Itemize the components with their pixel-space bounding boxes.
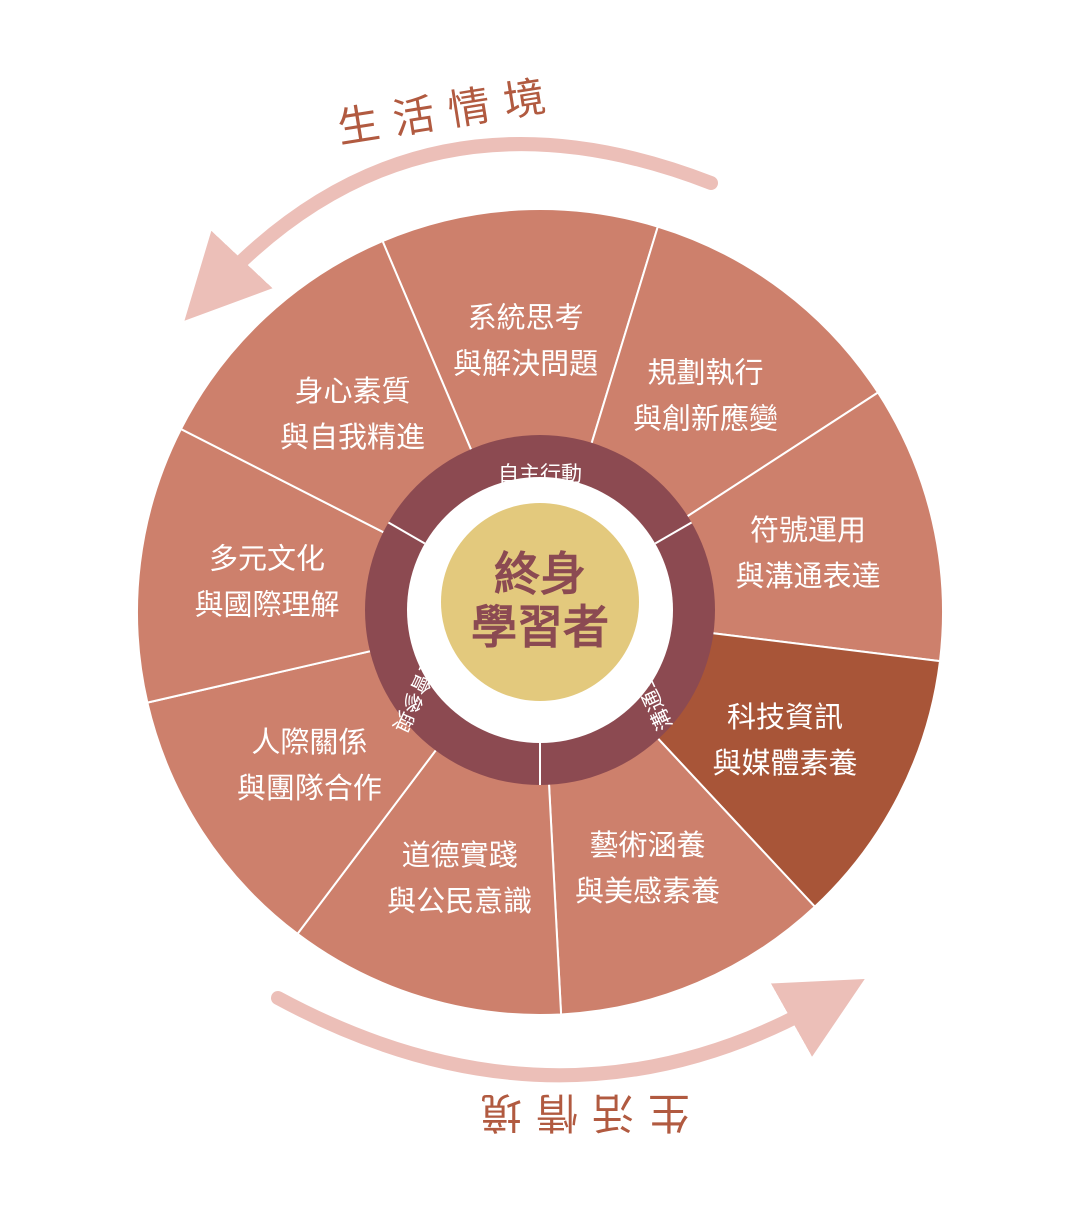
- segment-systems-thinking: [381, 208, 660, 615]
- segment-label-multicultural-line1: 多元文化: [209, 541, 325, 575]
- segment-label-interpersonal-line2: 與團隊合作: [237, 771, 382, 805]
- segment-label-arts-line2: 與美感素養: [575, 874, 720, 908]
- segment-label-tech-media-line2: 與媒體素養: [713, 746, 858, 780]
- segment-label-physical-mental-line1: 身心素質: [294, 374, 410, 408]
- segment-label-systems-thinking-line2: 與解決問題: [453, 346, 598, 380]
- segment-label-planning-line2: 與創新應變: [633, 401, 778, 435]
- segment-label-ethics-line1: 道德實踐: [402, 838, 518, 872]
- center-label-line2: 學習者: [471, 600, 609, 654]
- segment-label-symbols-line1: 符號運用: [750, 513, 866, 547]
- bottom-context-arrow: [271, 979, 865, 1083]
- bottom-context-label: 生活情境: [466, 1088, 690, 1137]
- ring-divider-2: [654, 521, 693, 545]
- segment-label-tech-media-line1: 科技資訊: [727, 700, 843, 734]
- segment-label-arts-line1: 藝術涵養: [589, 828, 705, 862]
- ring-dividers: [387, 521, 693, 785]
- segment-label-physical-mental-line2: 與自我精進: [280, 420, 425, 454]
- segment-label-interpersonal-line1: 人際關係: [251, 725, 367, 759]
- segment-label-multicultural-line2: 與國際理解: [195, 587, 340, 621]
- ring-divider-4: [387, 521, 426, 545]
- top-context-arrow: [184, 137, 718, 321]
- segment-label-planning-line1: 規劃執行: [647, 355, 763, 389]
- segment-label-systems-thinking-line1: 系統思考: [468, 300, 584, 334]
- dimension-label-autonomous: 自主行動: [498, 462, 582, 486]
- center-label-line1: 終身: [494, 547, 586, 601]
- segment-label-ethics-line2: 與公民意識: [387, 884, 532, 918]
- center-circle: [441, 503, 639, 701]
- segment-label-symbols-line2: 與溝通表達: [735, 559, 880, 593]
